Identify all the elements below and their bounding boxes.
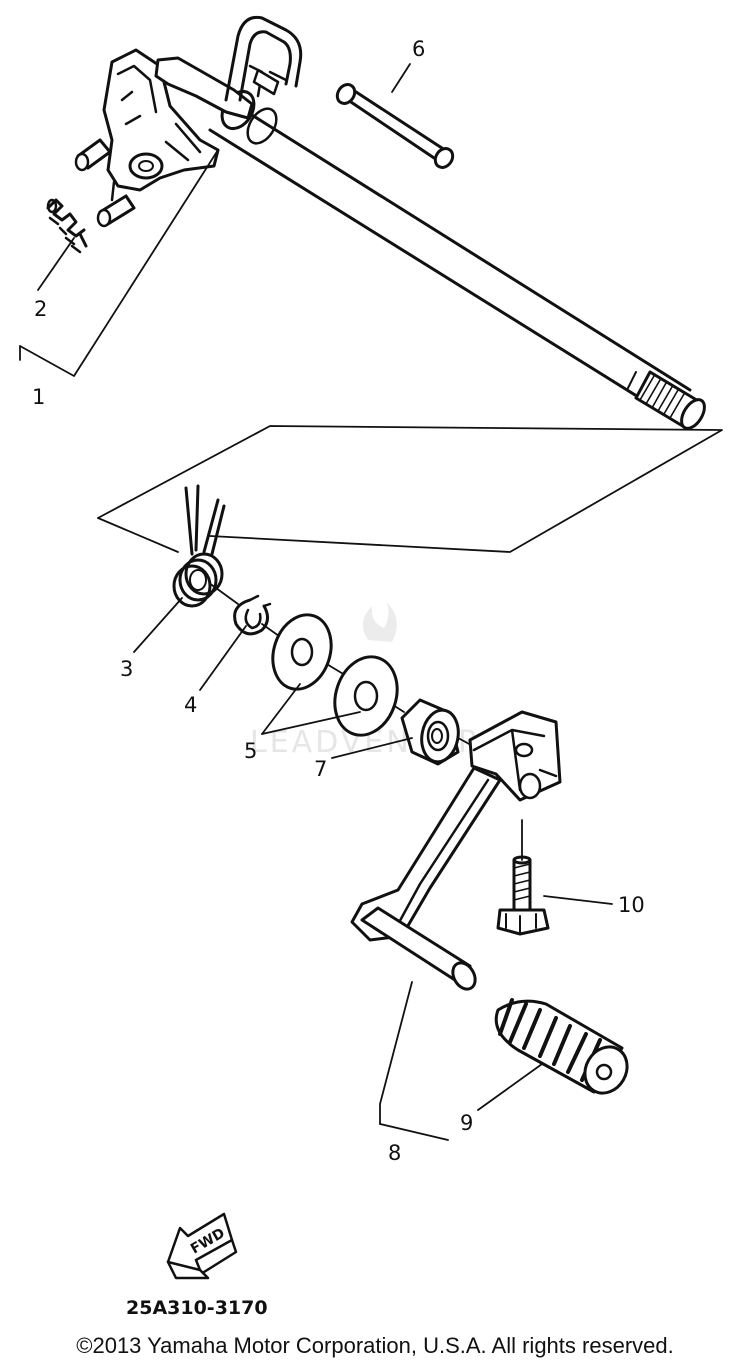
shift-pedal <box>350 710 562 991</box>
callout-3: 3 <box>120 657 133 681</box>
bolt <box>496 855 550 936</box>
washers <box>271 613 399 737</box>
oil-seal <box>400 698 460 766</box>
forward-arrow: FWD <box>166 1212 238 1280</box>
leader-lines <box>19 63 613 1141</box>
pedal-rubber <box>494 998 629 1095</box>
diagram-canvas: LEADVENTURE <box>19 15 723 1319</box>
callout-7: 7 <box>314 757 327 781</box>
pin-part-6 <box>335 83 455 169</box>
callout-1: 1 <box>32 385 45 409</box>
callout-4: 4 <box>184 693 197 717</box>
callout-10: 10 <box>618 893 645 917</box>
shift-shaft <box>74 15 706 430</box>
return-spring <box>46 198 88 254</box>
callout-8: 8 <box>388 1141 401 1165</box>
torsion-spring <box>172 484 226 608</box>
copyright-notice: ©2013 Yamaha Motor Corporation, U.S.A. A… <box>76 1333 674 1358</box>
callout-9: 9 <box>460 1111 473 1135</box>
callout-6: 6 <box>412 37 425 61</box>
diagram-code: 25A310-3170 <box>126 1297 268 1319</box>
callout-2: 2 <box>34 297 47 321</box>
callout-labels: 1 2 3 4 5 6 7 8 9 10 <box>32 37 645 1165</box>
callout-5: 5 <box>244 739 257 763</box>
watermark-flame-icon <box>362 602 397 642</box>
circlip <box>233 594 272 636</box>
